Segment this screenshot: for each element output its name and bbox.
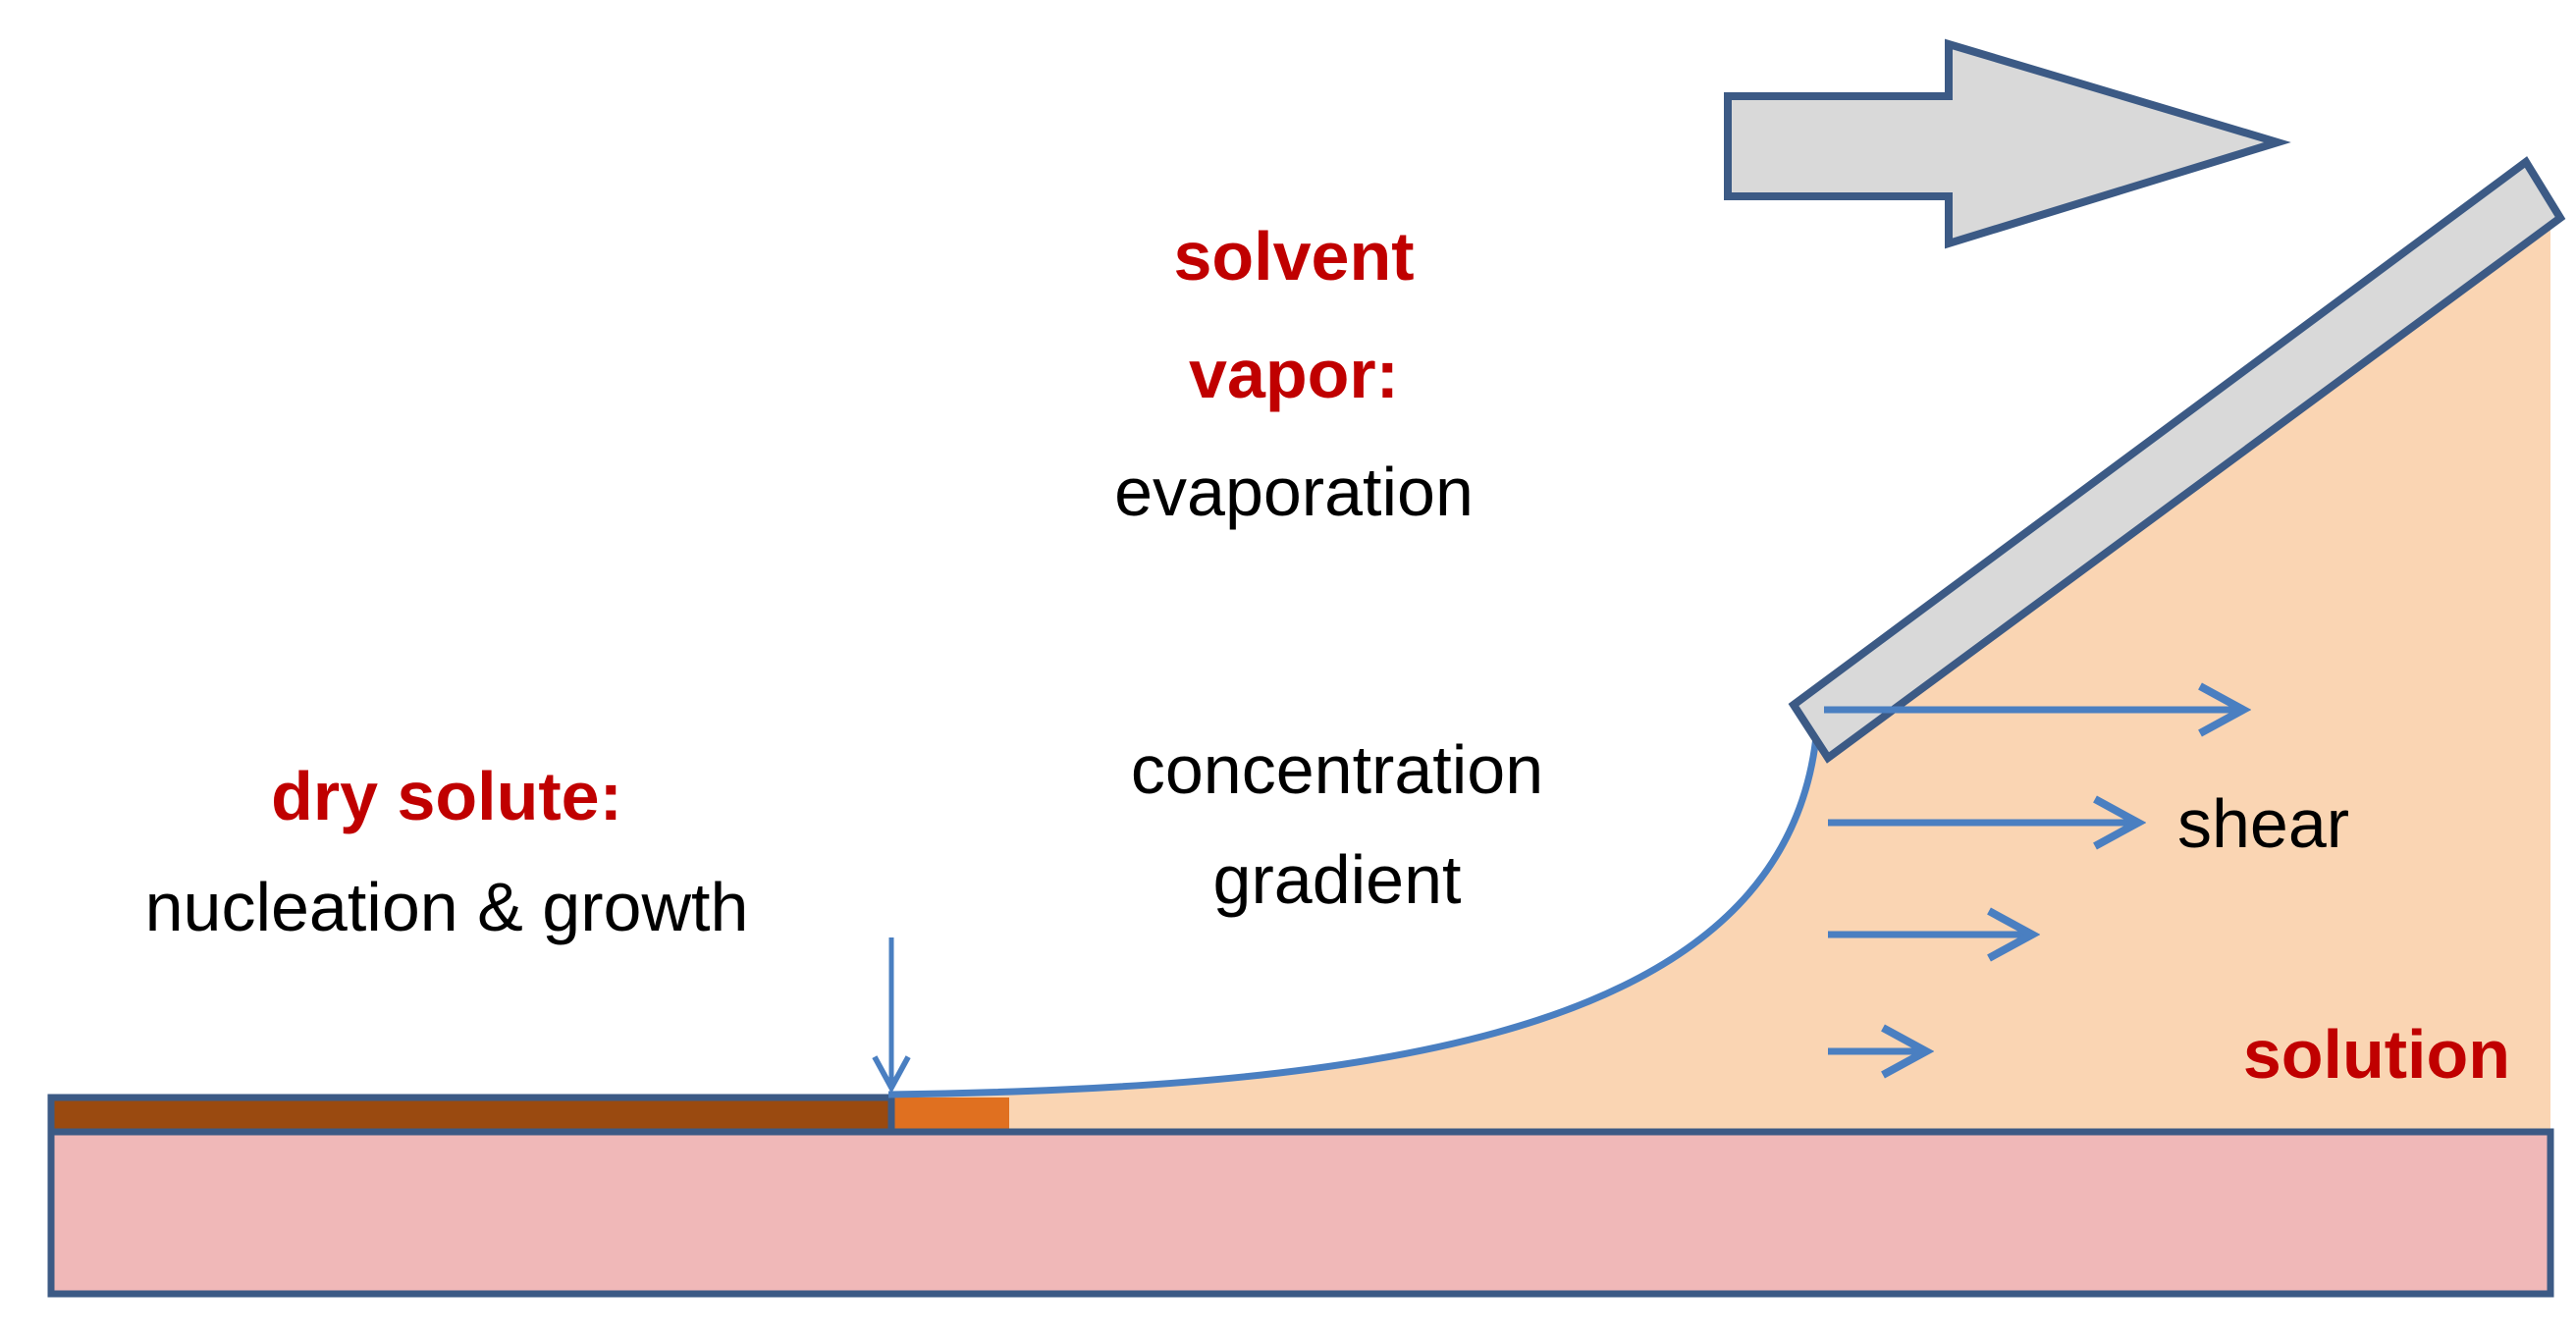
solution-region [888,228,2550,1137]
solution-label: solution [2243,1016,2510,1093]
nucleation-growth-label: nucleation & growth [145,869,749,945]
concentration-gradient-label-line2: gradient [1213,841,1462,918]
substrate [47,1128,2554,1298]
evaporation-label: evaporation [1114,454,1474,530]
concentration-gradient-label-line1: concentration [1131,731,1543,808]
solvent-vapor-label-line1: solvent [1173,218,1414,294]
shearing-direction-arrow [1724,38,2291,249]
solvent-vapor-label-line2: vapor: [1189,336,1399,412]
shearing-blade [1788,156,2566,764]
shear-label: shear [2177,785,2349,862]
meniscus-line [887,711,1822,1098]
dry-solute-label: dry solute: [271,758,622,834]
